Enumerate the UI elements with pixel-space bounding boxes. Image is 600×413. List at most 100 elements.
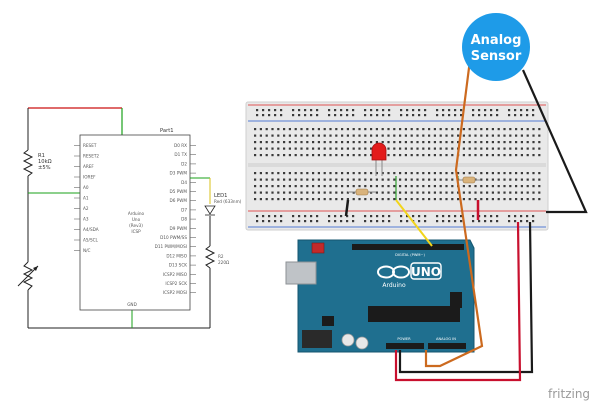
breadboard-hole [316,114,319,117]
breadboard-hole [515,147,518,150]
breadboard-hole [352,178,355,181]
breadboard-hole [341,172,344,175]
breadboard-hole [478,109,481,112]
breadboard-hole [508,114,511,117]
breadboard-hole [292,109,295,112]
breadboard-hole [259,147,262,150]
breadboard-hole [462,185,465,188]
breadboard-hole [364,198,367,201]
breadboard-hole [416,185,419,188]
breadboard-hole [274,215,277,218]
right-pin-label: D12 MISO [166,253,187,258]
breadboard-hole [474,141,477,144]
breadboard-hole [468,191,471,194]
breadboard-hole [468,147,471,150]
breadboard-hole [404,172,407,175]
breadboard-hole [323,154,326,157]
breadboard-hole [375,185,378,188]
breadboard-hole [474,198,477,201]
breadboard-hole [404,154,407,157]
breadboard-hole [514,215,517,218]
breadboard-hole [509,198,512,201]
breadboard-hole [382,220,385,223]
breadboard-hole [274,220,277,223]
breadboard-hole [334,215,337,218]
breadboard-hole [472,109,475,112]
breadboard-hole [283,128,286,131]
breadboard-hole [387,178,390,181]
breadboard-hole [416,128,419,131]
breadboard-hole [254,134,257,137]
breadboard-hole [509,147,512,150]
breadboard-hole [451,147,454,150]
breadboard-hole [288,147,291,150]
breadboard-hole [316,215,319,218]
breadboard-hole [329,172,332,175]
breadboard-hole [442,109,445,112]
breadboard-hole [424,109,427,112]
breadboard-hole [268,220,271,223]
capacitor-2 [355,336,369,350]
breadboard-hole [515,154,518,157]
breadboard-hole [294,198,297,201]
breadboard-hole [538,178,541,181]
breadboard-hole [271,172,274,175]
wire-black-gnd [398,221,534,374]
breadboard-hole [445,147,448,150]
breadboard-hole [256,220,259,223]
breadboard-hole [268,215,271,218]
breadboard-hole [317,178,320,181]
potentiometer-arrowhead [33,266,38,271]
breadboard-hole [294,128,297,131]
breadboard-hole [300,198,303,201]
breadboard-hole [416,141,419,144]
breadboard-hole [422,154,425,157]
breadboard-hole [283,147,286,150]
breadboard-hole [538,185,541,188]
breadboard-hole [422,178,425,181]
breadboard-hole [508,220,511,223]
breadboard-hole [520,109,523,112]
breadboard-hole [352,154,355,157]
breadboard-hole [341,141,344,144]
breadboard-hole [294,191,297,194]
breadboard-hole [388,109,391,112]
breadboard-hole [316,220,319,223]
breadboard-hole [462,134,465,137]
breadboard-hole [520,198,523,201]
breadboard-hole [312,185,315,188]
breadboard-hole [462,128,465,131]
breadboard-hole [462,198,465,201]
breadboard-hole [382,109,385,112]
breadboard-hole [298,114,301,117]
breadboard-hole [294,172,297,175]
breadboard-hole [439,134,442,137]
breadboard-hole [304,215,307,218]
breadboard-hole [478,220,481,223]
wires [394,59,588,382]
breadboard-hole [268,109,271,112]
breadboard-hole [433,141,436,144]
breadboard-hole [406,114,409,117]
breadboard-hole [490,114,493,117]
breadboard-hole [486,198,489,201]
breadboard-hole [387,185,390,188]
breadboard-hole [486,178,489,181]
breadboard-hole [412,215,415,218]
breadboard-hole [370,147,373,150]
breadboard-hole [294,185,297,188]
breadboard-hole [381,198,384,201]
breadboard-hole [538,198,541,201]
breadboard-hole [497,198,500,201]
breadboard-hole [404,191,407,194]
breadboard-hole [352,220,355,223]
left-pin-label: N/C [83,248,91,253]
breadboard-hole [341,134,344,137]
breadboard-hole [406,220,409,223]
breadboard-hole [490,109,493,112]
breadboard-hole [312,154,315,157]
breadboard-hole [503,185,506,188]
fritzing-watermark: fritzing [548,387,590,401]
sensor-label-line2: Sensor [471,49,522,64]
breadboard-hole [460,109,463,112]
